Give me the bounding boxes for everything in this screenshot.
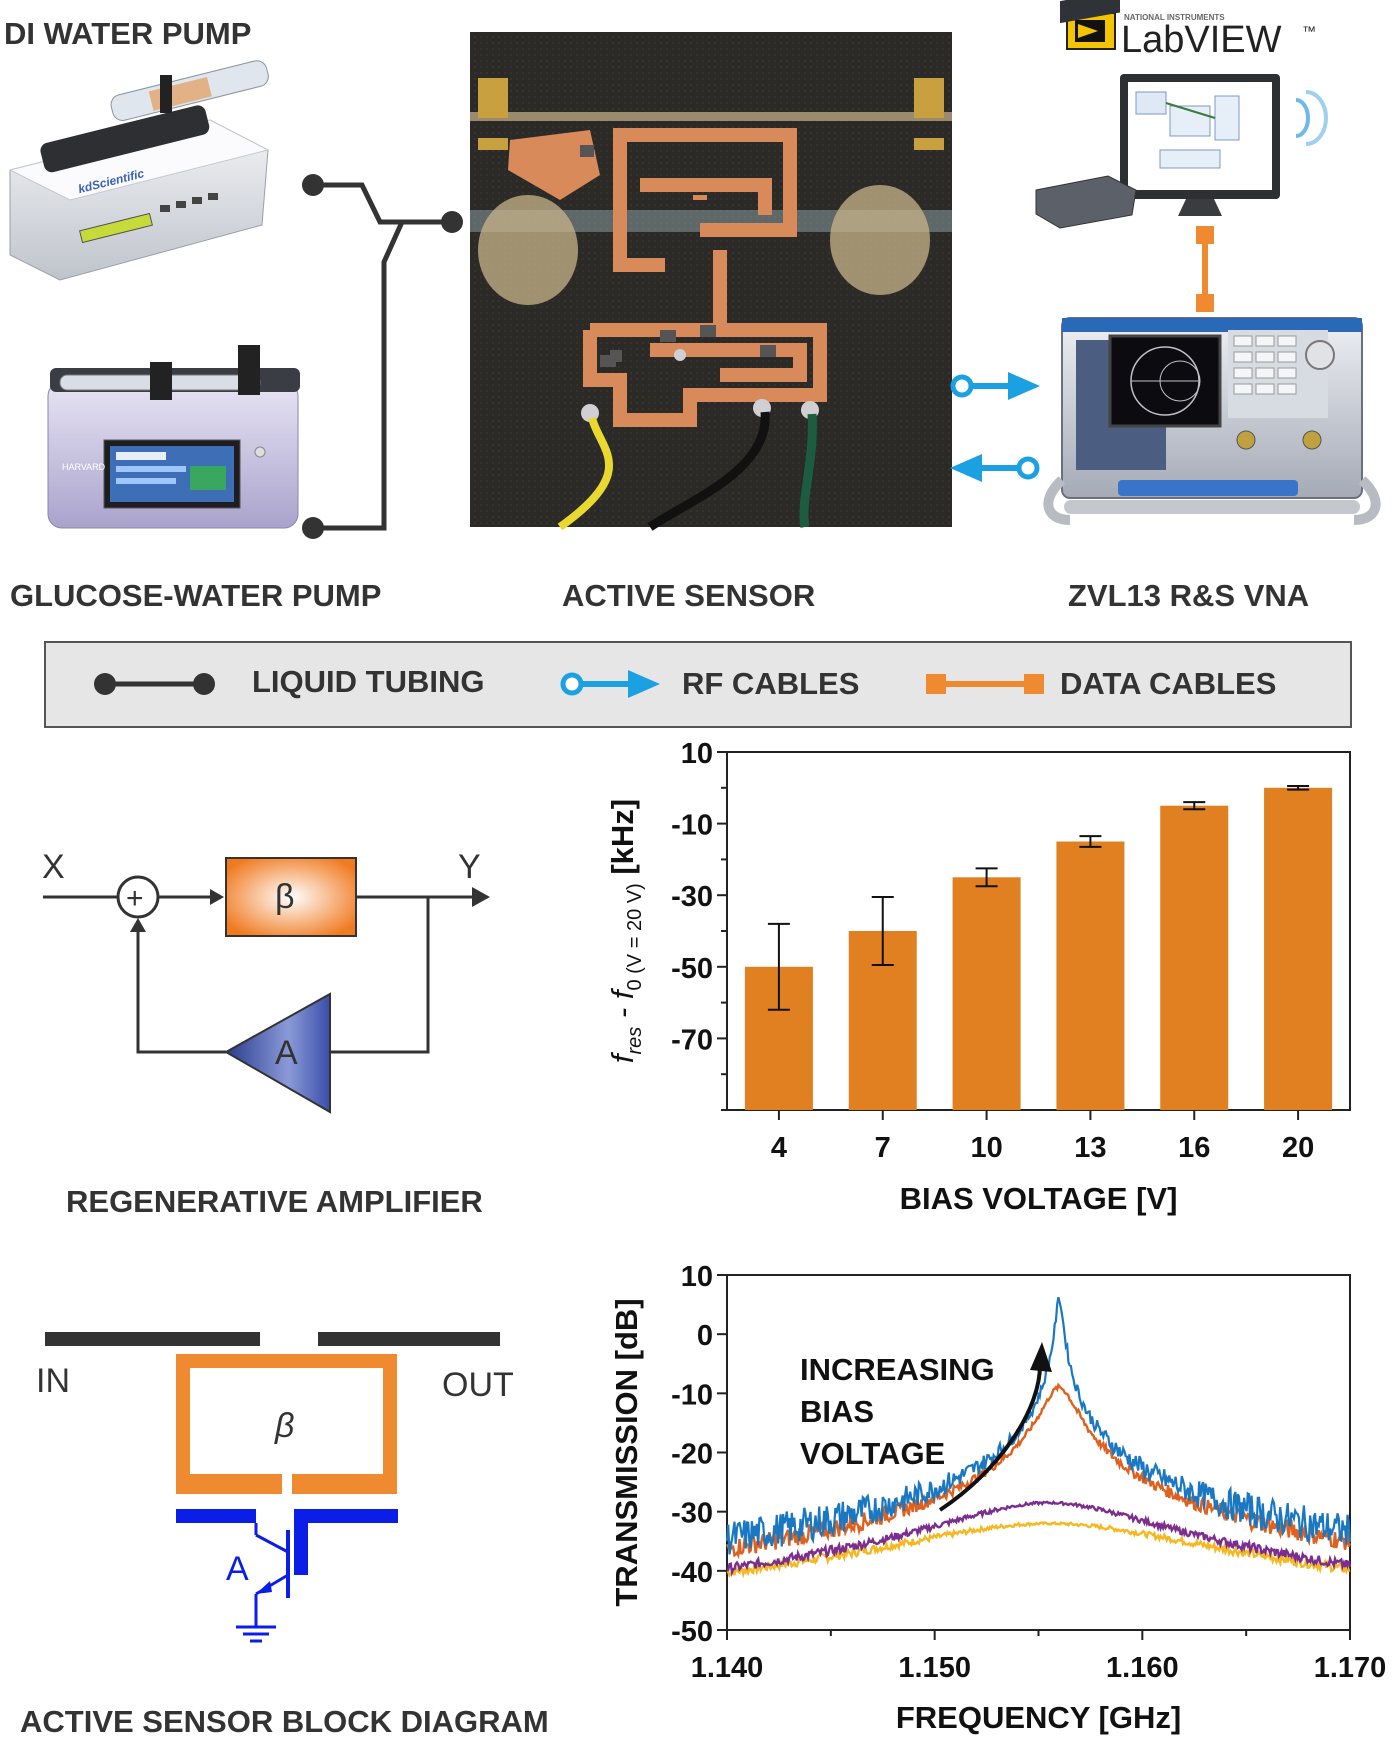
bar-13 (1056, 841, 1125, 1110)
labview-wordmark: LabVIEW (1121, 19, 1282, 61)
series-line-2 (726, 1500, 1352, 1577)
active-sensor-label: ACTIVE SENSOR (562, 578, 816, 613)
di-water-pump-illustration: kdScientific (8, 60, 270, 281)
active-sensor-photo (470, 32, 952, 531)
active-sensor-block-diagram-label: ACTIVE SENSOR BLOCK DIAGRAM (20, 1704, 549, 1739)
x-tick-label-20: 20 (1282, 1132, 1314, 1164)
x-tick-label-10: 10 (970, 1132, 1002, 1164)
x-tick-label-7: 7 (875, 1132, 891, 1164)
sensor-beta-label: β (274, 1407, 294, 1445)
data-cable-vna-pc (1196, 226, 1214, 312)
glucose-water-pump-label: GLUCOSE-WATER PUMP (10, 578, 382, 613)
annotation-line-3: VOLTAGE (800, 1436, 945, 1471)
labview-logo: NATIONAL INSTRUMENTS LabVIEW ™ (1066, 12, 1316, 61)
y-tick-label-0: 10 (681, 1261, 713, 1293)
active-sensor-block-diagram (45, 1332, 500, 1643)
pump2-brand: HARVARD (62, 462, 106, 472)
tubing-connector-sensor (441, 211, 463, 233)
di-water-pump-label: DI WATER PUMP (4, 16, 252, 51)
bar-10 (952, 877, 1021, 1110)
legend-rf-cables: RF CABLES (682, 666, 860, 701)
labview-small-text: NATIONAL INSTRUMENTS (1124, 13, 1225, 22)
vna-label: ZVL13 R&S VNA (1068, 578, 1310, 613)
y-tick-label-4: -30 (671, 1498, 713, 1530)
y-axis-title: TRANSMISSION [dB] (609, 1298, 644, 1606)
x-axis-title: FREQUENCY [GHz] (896, 1700, 1181, 1735)
legend-data-cables: DATA CABLES (1060, 666, 1277, 701)
annotation-arrow (938, 1364, 1042, 1512)
y-tick-label-1: 0 (697, 1320, 713, 1352)
legend-box (44, 641, 1352, 728)
liquid-tubing-network (313, 182, 452, 531)
y-tick-label-4: -70 (671, 1024, 713, 1056)
x-tick-label-13: 13 (1074, 1132, 1106, 1164)
y-tick-label-5: -40 (671, 1557, 713, 1589)
series-line-1 (726, 1520, 1351, 1579)
labview-tm: ™ (1302, 23, 1316, 39)
tubing-connector-glucose (302, 517, 324, 539)
y-axis-title: fres - f0 (V = 20 V) [kHz] (605, 799, 646, 1063)
legend-liquid-tubing: LIQUID TUBING (252, 664, 485, 699)
rf-cable-to-vna (950, 372, 1040, 400)
annotation-line-2: BIAS (800, 1394, 874, 1429)
y-tick-label-2: -10 (671, 1379, 713, 1411)
beta-block-label: β (275, 878, 295, 916)
x-tick-label-2: 1.160 (1106, 1652, 1179, 1684)
sensor-out-label: OUT (442, 1366, 514, 1404)
x-axis-title: BIAS VOLTAGE [V] (900, 1181, 1178, 1216)
x-tick-label-3: 1.170 (1314, 1652, 1387, 1684)
y-tick-label-2: -30 (671, 881, 713, 913)
bar-chart-frame (726, 751, 1351, 1111)
bar-20 (1264, 787, 1333, 1110)
pc-monitor-illustration (1035, 0, 1328, 229)
bar-16 (1160, 805, 1229, 1110)
summing-junction-plus: + (126, 882, 144, 915)
y-tick-label-6: -50 (671, 1616, 713, 1648)
regenerative-amplifier-diagram (43, 857, 490, 1114)
y-tick-label-1: -10 (671, 810, 713, 842)
y-tick-label-3: -20 (671, 1439, 713, 1471)
rf-cable-from-vna (950, 454, 1040, 482)
block-input-x: X (42, 848, 65, 886)
x-tick-label-0: 1.140 (691, 1652, 764, 1684)
x-tick-label-4: 4 (771, 1132, 787, 1164)
glucose-water-pump-illustration: HARVARD (47, 345, 300, 529)
x-tick-label-16: 16 (1178, 1132, 1210, 1164)
sensor-in-label: IN (36, 1362, 70, 1400)
regenerative-amplifier-label: REGENERATIVE AMPLIFIER (66, 1184, 483, 1219)
annotation-line-1: INCREASING (800, 1352, 995, 1387)
y-tick-label-0: 10 (681, 738, 713, 770)
tubing-connector-di (302, 174, 324, 196)
amplifier-label: A (275, 1034, 298, 1072)
vna-illustration (1043, 317, 1381, 525)
y-tick-label-3: -50 (671, 953, 713, 985)
x-tick-label-1: 1.150 (898, 1652, 971, 1684)
sensor-amp-label: A (226, 1550, 249, 1588)
block-output-y: Y (458, 848, 481, 886)
annotation-arrowhead (1030, 1342, 1052, 1372)
ni-chassis-illustration (1035, 0, 1137, 229)
transmission-line-chart: 1.140 1.150 1.160 1.170 10 0 -10 -20 -30 -40 -50FR… (609, 1261, 1386, 1735)
series-line-4 (725, 1296, 1352, 1555)
